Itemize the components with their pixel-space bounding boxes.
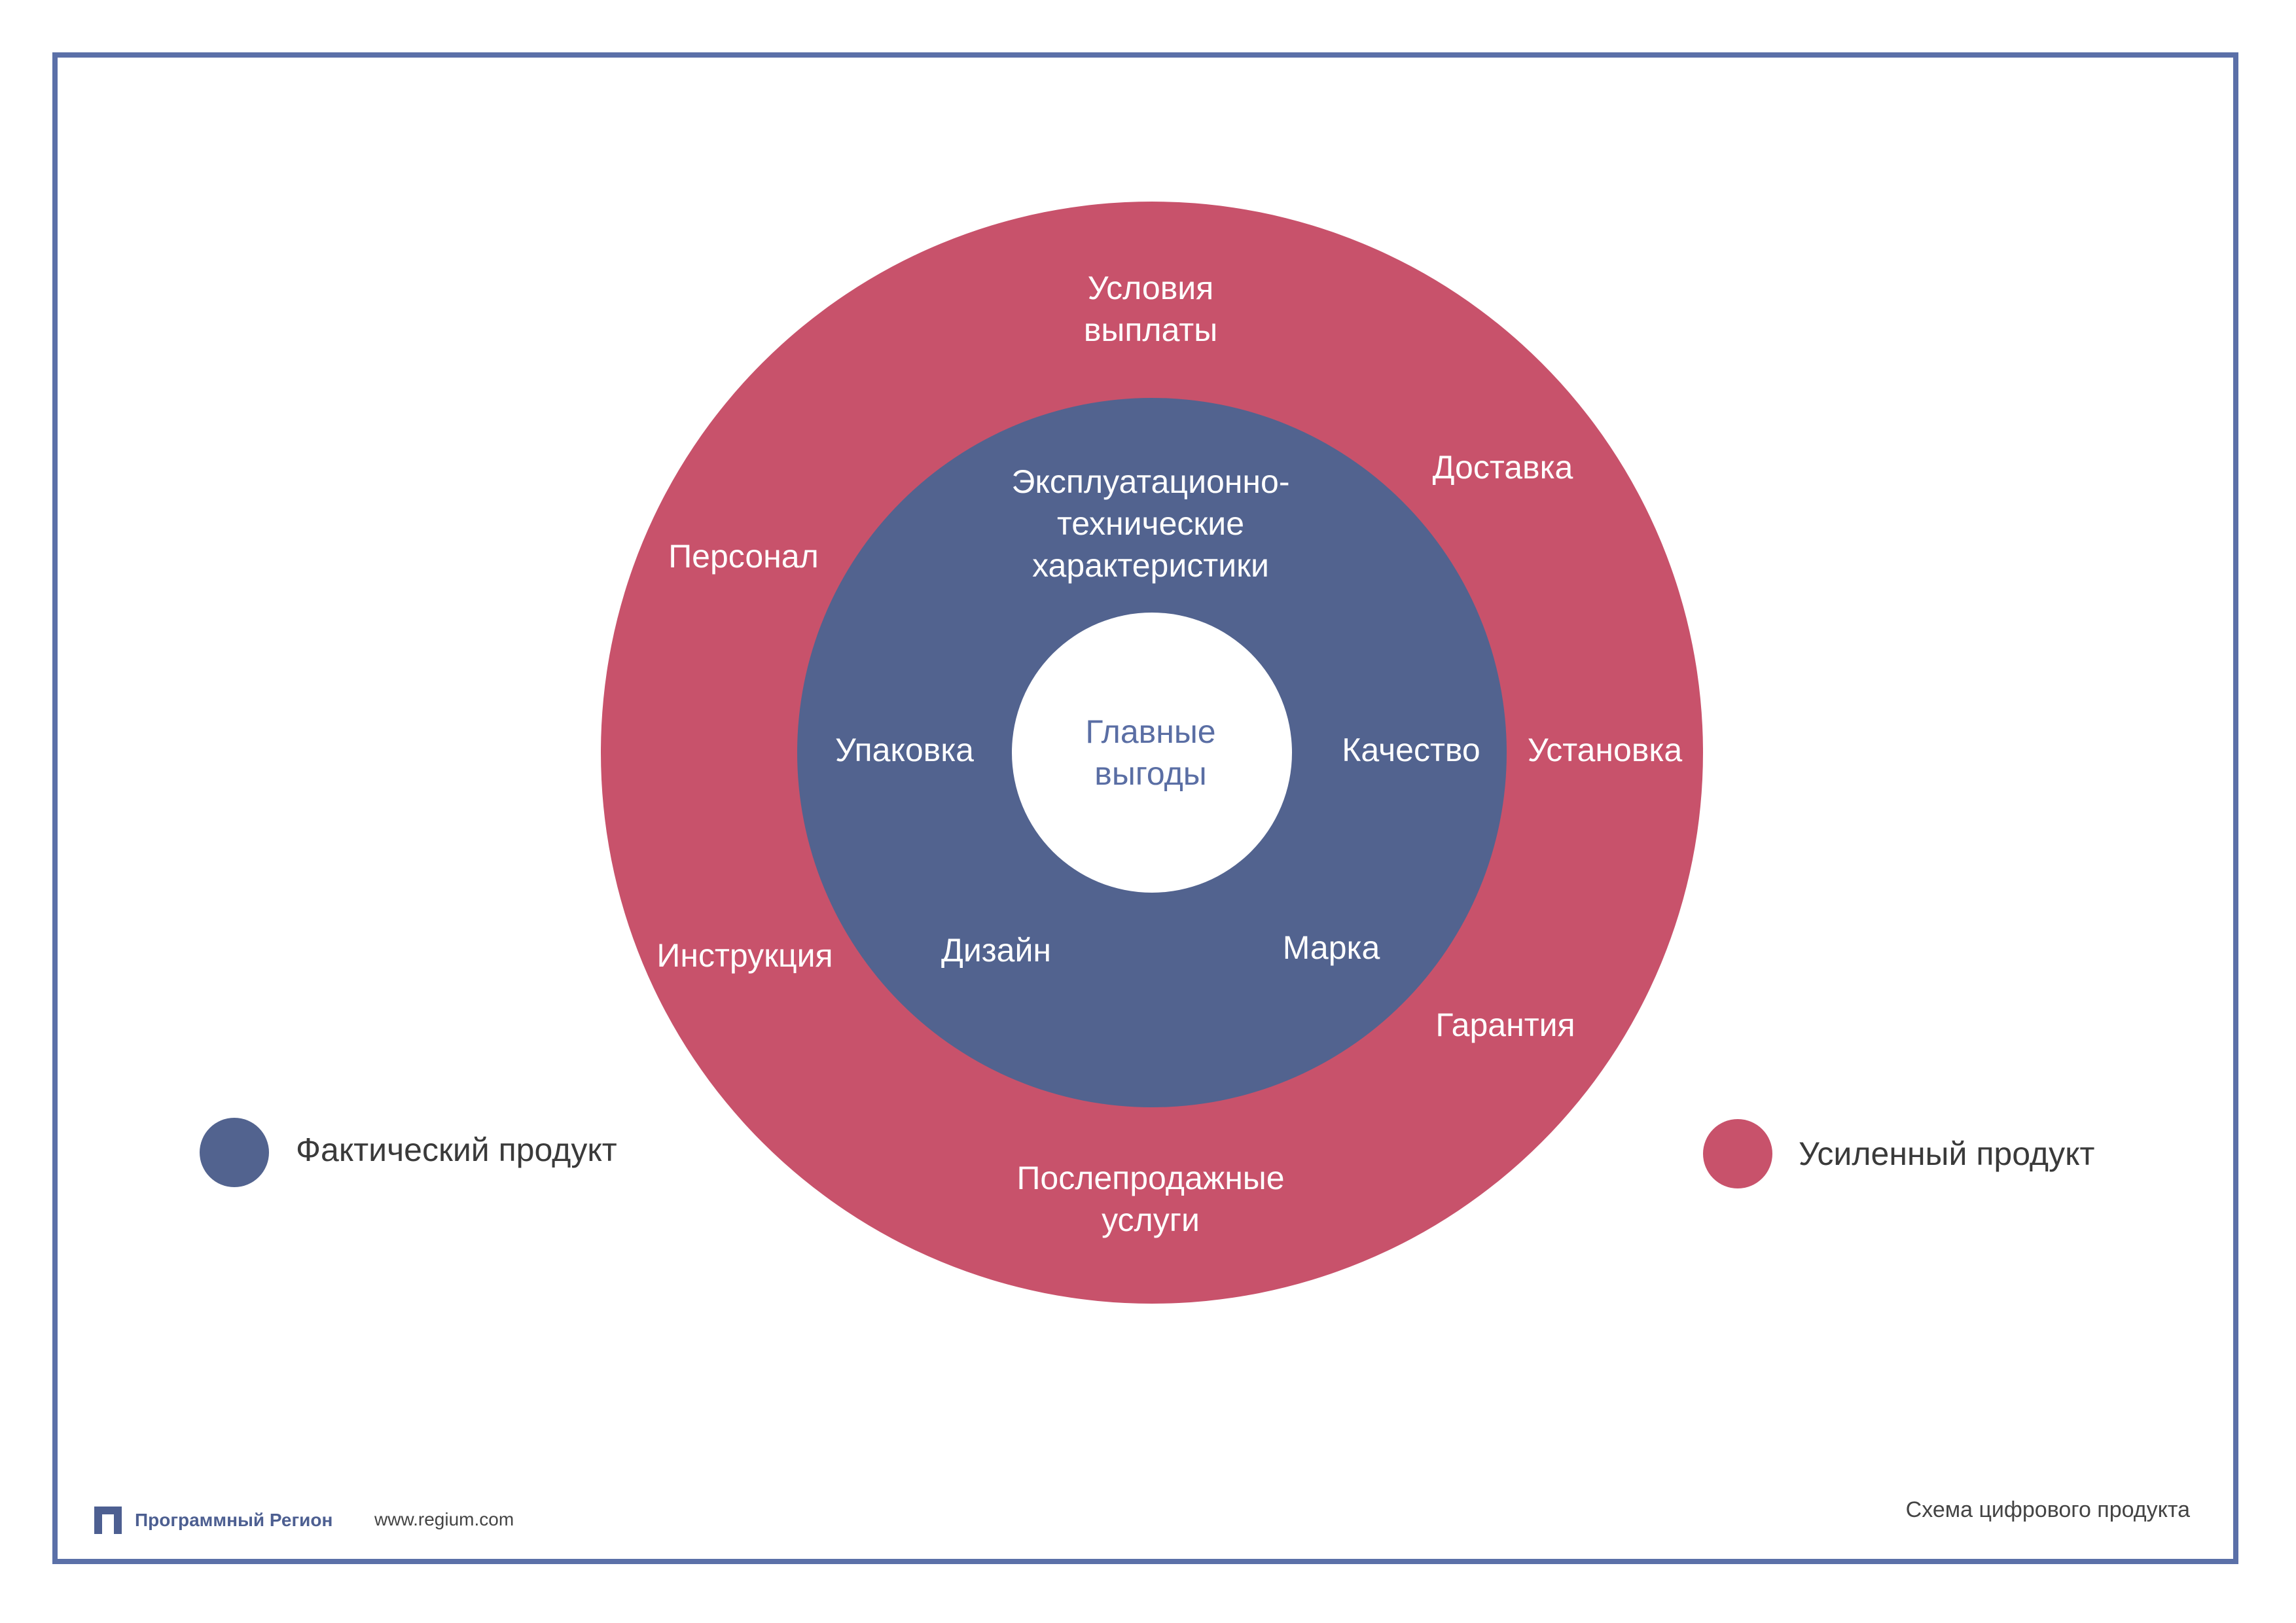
augmented-label-instructions: Инструкция	[656, 937, 833, 974]
legend-actual-label: Фактический продукт	[296, 1132, 617, 1168]
brand-name: Программный Регион	[135, 1510, 333, 1530]
augmented-label-staff: Персонал	[668, 538, 819, 575]
actual-label-quality: Качество	[1342, 732, 1480, 768]
legend-augmented-swatch	[1703, 1119, 1772, 1188]
brand-logo-icon	[94, 1507, 122, 1534]
augmented-label-payment-terms: Условия выплаты	[1083, 270, 1218, 348]
document-caption: Схема цифрового продукта	[1905, 1497, 2190, 1522]
legend-actual-swatch	[200, 1118, 269, 1187]
actual-label-characteristics: Эксплуатационно- технические характерист…	[1011, 463, 1290, 584]
augmented-label-installation: Установка	[1527, 732, 1683, 768]
website-url: www.regium.com	[374, 1509, 514, 1529]
actual-label-packaging: Упаковка	[835, 732, 974, 768]
core-label: Главные выгоды	[1085, 713, 1216, 792]
core-benefit-circle	[1012, 613, 1292, 893]
actual-label-brand: Марка	[1282, 929, 1380, 966]
augmented-label-after-sales: Послепродажные услуги	[1016, 1160, 1285, 1238]
page-frame	[52, 52, 2238, 1564]
legend-augmented-label: Усиленный продукт	[1799, 1135, 2095, 1172]
augmented-label-delivery: Доставка	[1432, 449, 1573, 486]
augmented-label-warranty: Гарантия	[1435, 1007, 1575, 1043]
actual-label-design: Дизайн	[941, 932, 1052, 969]
